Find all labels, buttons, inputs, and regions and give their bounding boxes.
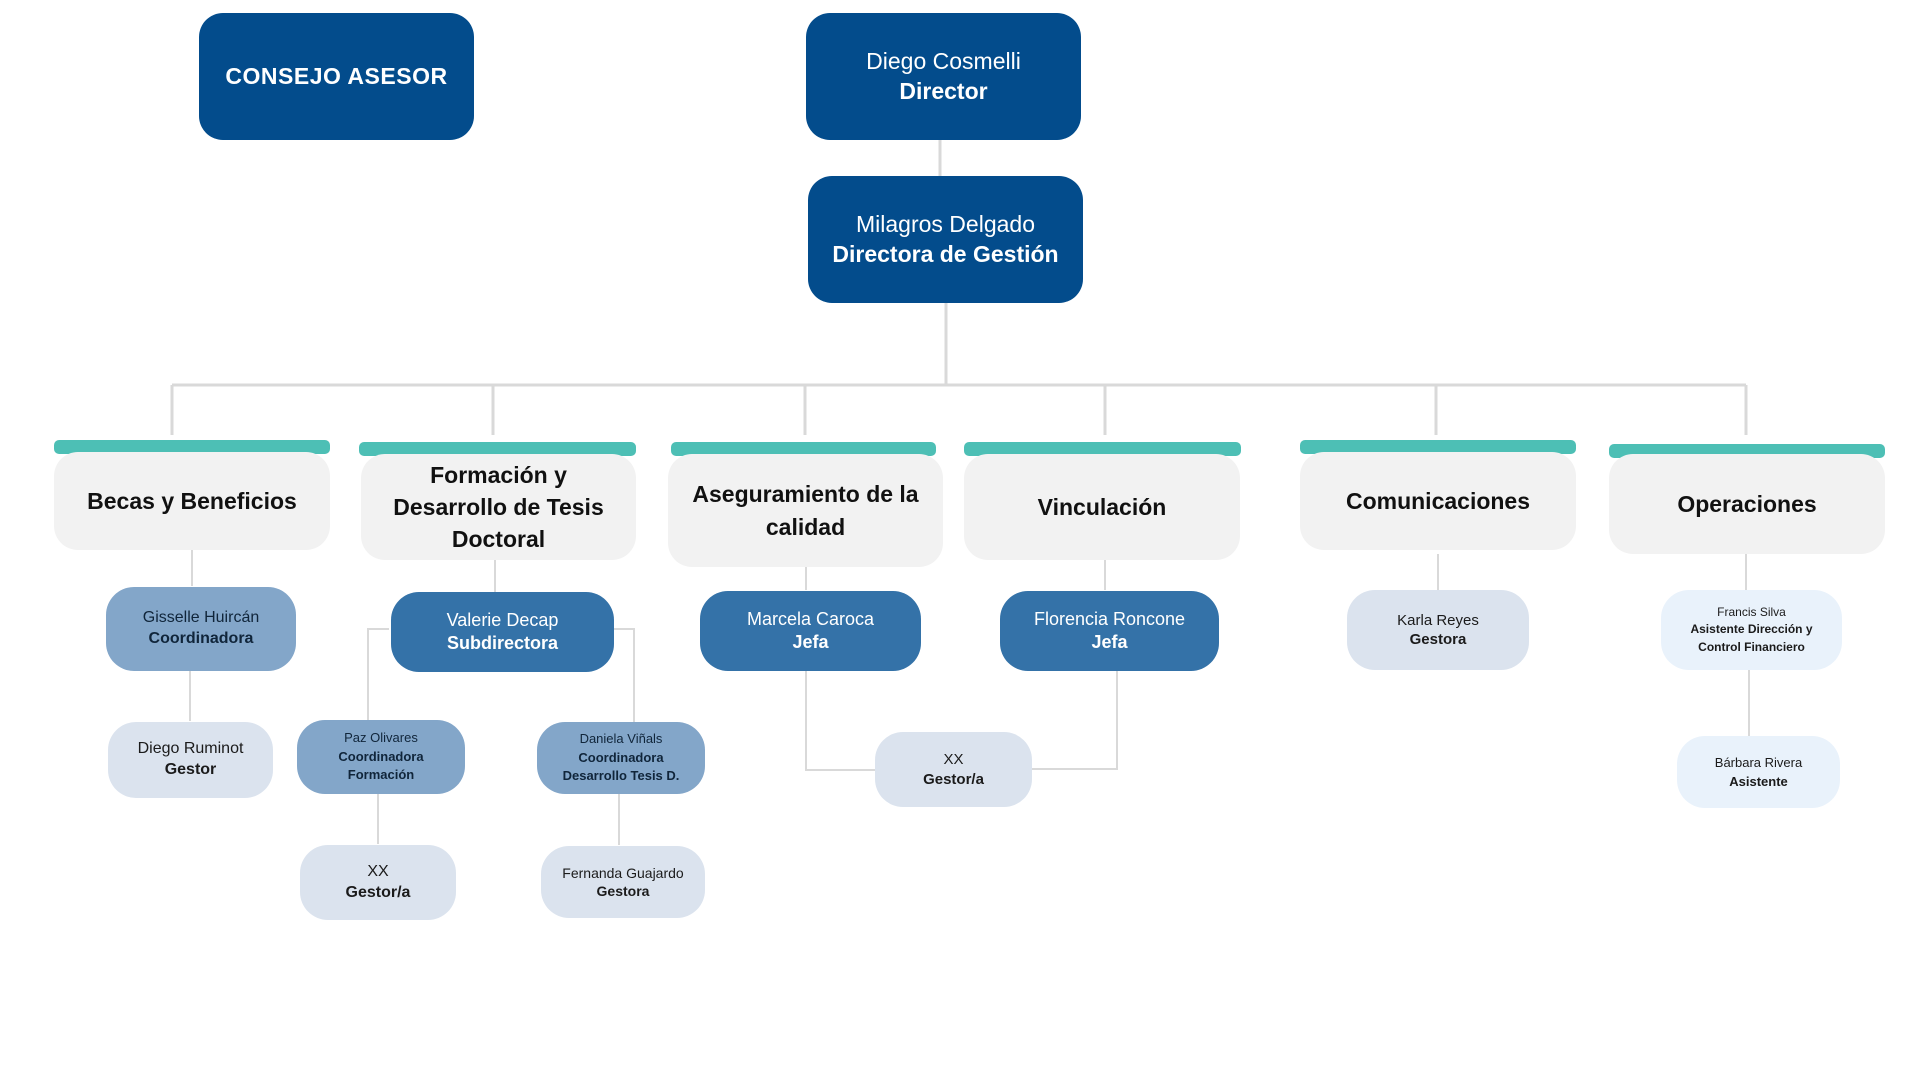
person-role: Gestor <box>164 761 217 778</box>
dept-operaciones: Operaciones <box>1609 454 1885 554</box>
person-role: Gestor/a <box>923 770 984 788</box>
dept-formacion-title: Formación y Desarrollo de Tesis Doctoral <box>393 461 604 553</box>
dept-operaciones-title: Operaciones <box>1677 490 1817 517</box>
dept-comunicaciones-title: Comunicaciones <box>1345 487 1531 514</box>
comunicaciones-staff: Karla Reyes Gestora <box>1347 590 1529 670</box>
person-role: Jefa <box>792 632 829 652</box>
person-name: XX <box>943 751 964 768</box>
calidad-lead: Marcela Caroca Jefa <box>700 591 921 671</box>
person-role: Jefa <box>1091 632 1128 652</box>
person-role: Gestora <box>596 883 650 899</box>
dept-formacion: Formación y Desarrollo de Tesis Doctoral <box>361 454 636 560</box>
operaciones-lead: Francis Silva Asistente Dirección y Cont… <box>1661 590 1842 670</box>
dept-vinculacion: Vinculación <box>964 454 1240 560</box>
dept-calidad: Aseguramiento de la calidad <box>668 454 943 567</box>
coordinator-formacion: Paz Olivares Coordinadora Formación <box>297 720 465 794</box>
dept-becas: Becas y Beneficios <box>54 452 330 550</box>
advisory-board: CONSEJO ASESOR <box>199 13 474 140</box>
director-role: Director <box>899 77 988 104</box>
person-role-area: Formación <box>347 767 415 783</box>
dept-bar-becas <box>54 440 330 454</box>
person-role-area: Desarrollo Tesis D. <box>562 768 680 784</box>
dept-calidad-title: Aseguramiento de la calidad <box>692 481 919 540</box>
tesis-staff: Fernanda Guajardo Gestora <box>541 846 705 918</box>
person-name: Gisselle Huircán <box>142 609 260 627</box>
dept-becas-title: Becas y Beneficios <box>87 487 297 514</box>
person-name: Francis Silva <box>1717 604 1786 619</box>
coordinator-tesis: Daniela Viñals Coordinadora Desarrollo T… <box>537 722 705 794</box>
formacion-staff: XX Gestor/a <box>300 845 456 920</box>
becas-coordinator: Gisselle Huircán Coordinadora <box>106 587 296 671</box>
dept-bar-calidad <box>671 442 936 456</box>
formacion-subdirector: Valerie Decap Subdirectora <box>391 592 614 672</box>
person-name: Fernanda Guajardo <box>562 864 684 881</box>
dept-vinculacion-title: Vinculación <box>1037 493 1167 520</box>
person-name: Bárbara Rivera <box>1714 754 1803 770</box>
dept-comunicaciones: Comunicaciones <box>1300 452 1576 550</box>
person-role: Coordinadora <box>338 748 424 764</box>
management-director-name: Milagros Delgado <box>856 210 1035 237</box>
person-role: Gestor/a <box>345 883 411 901</box>
person-name: XX <box>367 862 389 880</box>
person-name: Marcela Caroca <box>746 608 875 629</box>
person-role: Asistente Dirección y Control Financiero <box>1690 622 1813 654</box>
vinculacion-lead: Florencia Roncone Jefa <box>1000 591 1219 671</box>
person-name: Daniela Viñals <box>579 730 663 746</box>
dept-bar-comunicaciones <box>1300 440 1576 454</box>
person-name: Diego Ruminot <box>137 740 244 758</box>
person-name: Valerie Decap <box>446 609 559 630</box>
dept-bar-formacion <box>359 442 636 456</box>
person-name: Florencia Roncone <box>1033 608 1186 629</box>
person-name: Karla Reyes <box>1397 611 1479 629</box>
dept-bar-vinculacion <box>964 442 1241 456</box>
shared-staff: XX Gestor/a <box>875 732 1032 807</box>
operaciones-staff: Bárbara Rivera Asistente <box>1677 736 1840 808</box>
person-role: Coordinadora <box>578 749 664 765</box>
director-box: Diego Cosmelli Director <box>806 13 1081 140</box>
management-director-box: Milagros Delgado Directora de Gestión <box>808 176 1083 303</box>
person-name: Paz Olivares <box>344 729 418 745</box>
advisory-board-label: CONSEJO ASESOR <box>225 62 448 89</box>
person-role: Asistente <box>1729 774 1788 789</box>
person-role: Coordinadora <box>148 630 254 647</box>
person-role: Subdirectora <box>446 633 559 653</box>
director-name: Diego Cosmelli <box>866 47 1021 74</box>
person-role: Gestora <box>1409 631 1467 648</box>
becas-staff: Diego Ruminot Gestor <box>108 722 273 798</box>
management-director-role: Directora de Gestión <box>832 240 1059 267</box>
